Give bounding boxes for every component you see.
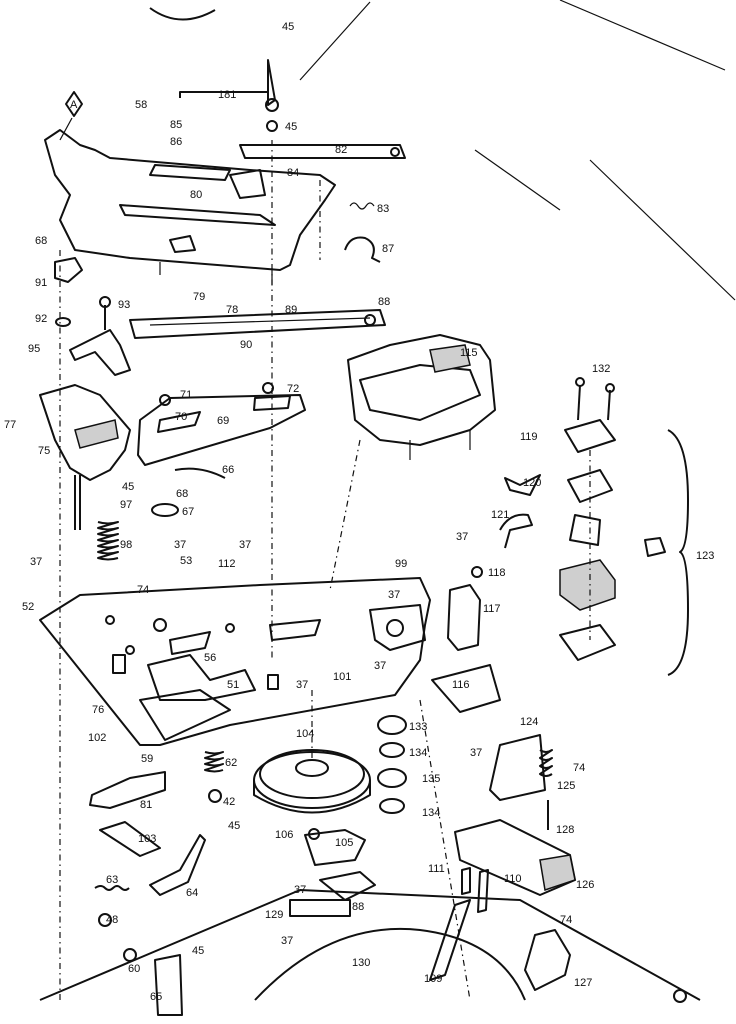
part-label: 121 [491,509,509,521]
part-label: 76 [92,704,104,716]
marker-group: A [70,99,78,111]
part-label: 64 [186,887,198,899]
part-label: 74 [137,584,149,596]
corner-marker: A [70,99,78,111]
part-label: 51 [227,679,239,691]
part-label: 48 [106,914,118,926]
part-label: 37 [281,935,293,947]
part-label: 45 [228,820,240,832]
part-label: 124 [520,716,538,728]
part-label: 59 [141,753,153,765]
part-label: 127 [574,977,592,989]
part-label: 78 [226,304,238,316]
part-label: 91 [35,277,47,289]
part-label: 63 [106,874,118,886]
part-label: 45 [192,945,204,957]
part-label: 37 [470,747,482,759]
part-label: 77 [4,419,16,431]
part-label: 92 [35,313,47,325]
part-label: 119 [520,431,538,443]
part-label: 115 [460,347,478,359]
part-label: 98 [120,539,132,551]
part-label: 90 [240,339,252,351]
part-label: 67 [182,506,194,518]
part-label: 72 [287,383,299,395]
part-label: 89 [285,304,297,316]
part-label: 87 [382,243,394,255]
part-label: 135 [422,773,440,785]
part-label: 37 [388,589,400,601]
part-label: 74 [560,914,572,926]
part-label: 45 [282,21,294,33]
part-label: 74 [573,762,585,774]
part-label: 75 [38,445,50,457]
part-label: 83 [377,203,389,215]
part-label: 42 [223,796,235,808]
part-label: 53 [180,555,192,567]
parts-drawing [39,0,736,1016]
part-label: 37 [30,556,42,568]
part-label: 79 [193,291,205,303]
part-label: 110 [504,873,522,885]
part-label: 65 [150,991,162,1003]
part-label: 105 [335,837,353,849]
part-label: 126 [576,879,594,891]
part-label: 106 [275,829,293,841]
part-label: 45 [122,481,134,493]
part-label: 128 [556,824,574,836]
part-label: 56 [204,652,216,664]
part-label: 99 [395,558,407,570]
part-label: 88 [352,901,364,913]
part-label: 133 [409,721,427,733]
part-label: 68 [35,235,47,247]
part-label: 70 [175,411,187,423]
part-label: 60 [128,963,140,975]
part-label: 37 [296,679,308,691]
part-label: 134 [409,747,427,759]
part-label: 117 [483,603,501,615]
part-label: 58 [135,99,147,111]
part-label: 132 [592,363,610,375]
part-label: 125 [557,780,575,792]
part-label: 130 [352,957,370,969]
part-label: 116 [452,679,470,691]
part-label: 104 [296,728,314,740]
part-label: 86 [170,136,182,148]
part-labels: 45 181 58 85 86 45 82 84 80 83 68 87 91 … [4,21,714,1003]
part-label: 103 [138,833,156,845]
part-label: 93 [118,299,130,311]
part-label: 95 [28,343,40,355]
part-label: 37 [294,884,306,896]
part-label: 80 [190,189,202,201]
part-label: 129 [265,909,283,921]
part-label: 97 [120,499,132,511]
part-label: 111 [428,863,445,875]
part-label: 123 [696,550,714,562]
part-label: 52 [22,601,34,613]
part-label: 66 [222,464,234,476]
part-label: 37 [174,539,186,551]
part-label: 45 [285,121,297,133]
part-label: 85 [170,119,182,131]
part-label: 101 [333,671,351,683]
part-label: 134 [422,807,440,819]
part-label: 88 [378,296,390,308]
part-label: 109 [424,973,442,985]
part-label: 120 [523,477,541,489]
part-label: 112 [218,558,236,570]
part-label: 82 [335,144,347,156]
part-label: 102 [88,732,106,744]
part-label: 37 [374,660,386,672]
part-label: 68 [176,488,188,500]
part-label: 118 [488,567,506,579]
part-label: 62 [225,757,237,769]
part-label: 84 [287,167,299,179]
part-label: 69 [217,415,229,427]
part-label: 71 [180,389,192,401]
part-label: 81 [140,799,152,811]
part-label: 37 [456,531,468,543]
part-label: 37 [239,539,251,551]
part-label: 181 [218,89,236,101]
